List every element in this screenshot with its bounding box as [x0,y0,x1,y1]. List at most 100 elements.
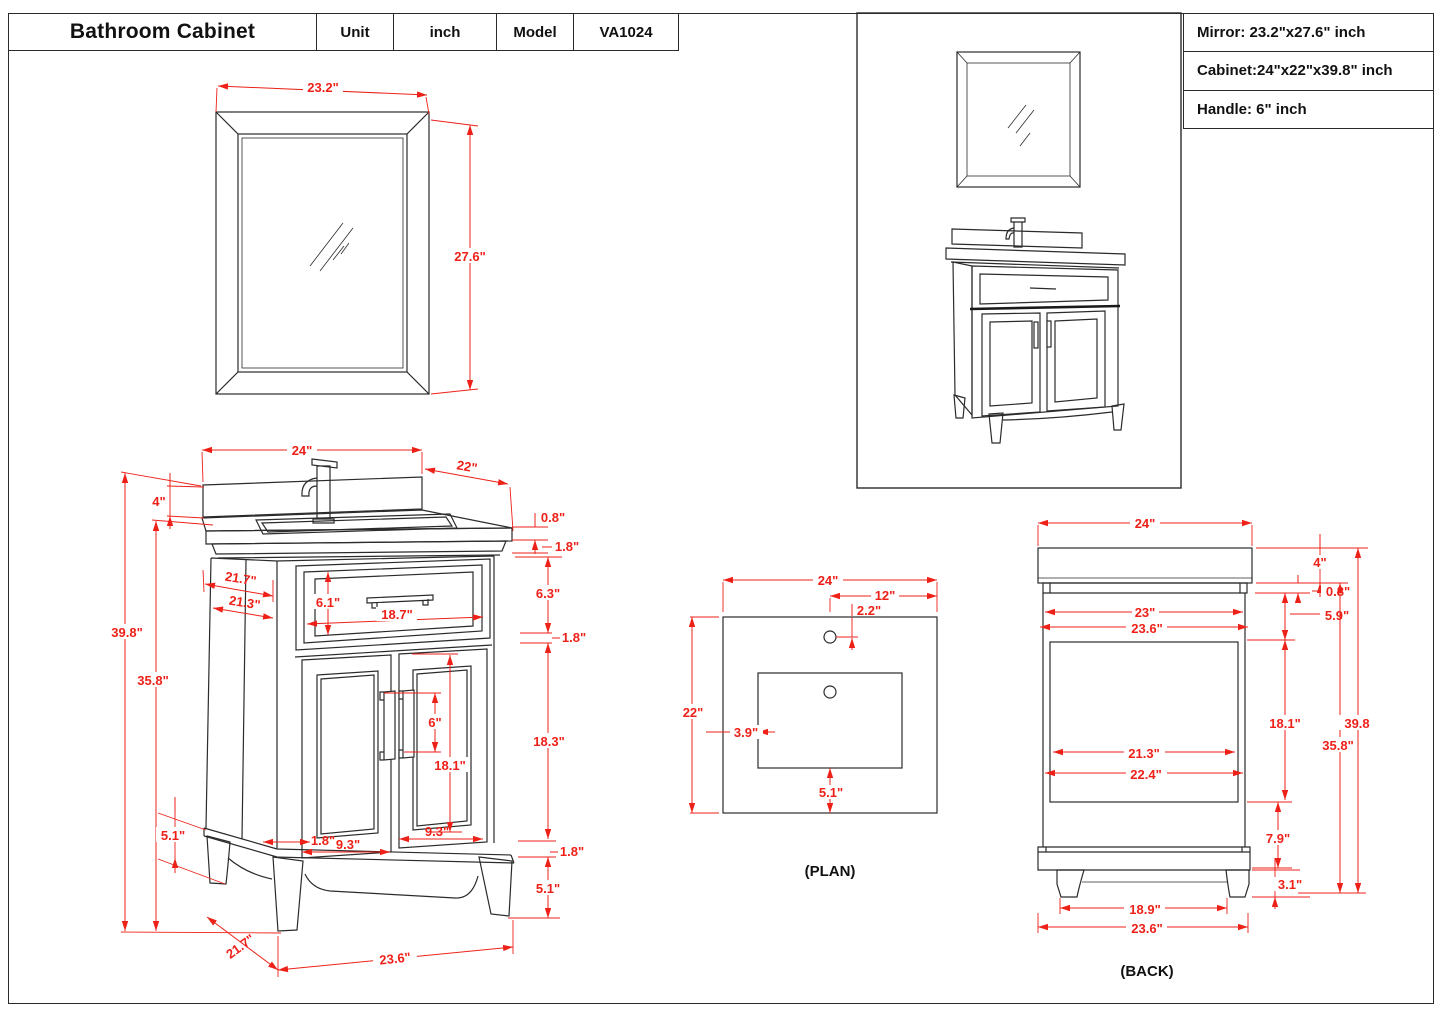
vanity-front-view: 24" 22" 4" 39.8" 35.8" 0.8" 1.8" 6.3" [107,443,586,977]
dim-back-base-height: 3.1" [1278,877,1302,892]
dim-front-door-section: 18.3" [533,734,564,749]
dim-front-drawer-section: 6.3" [536,586,560,601]
back-panel [1049,641,1239,803]
dim-front-handle-length: 6" [428,715,441,730]
front-left-door-handle [379,690,396,761]
dim-front-left-door-width: 9.3" [336,837,360,852]
assembled-faucet [1005,217,1026,248]
dim-front-mid-rail: 1.8" [562,630,586,645]
assembled-view-box [856,12,1182,489]
dim-plan-faucet-offset: 12" [875,588,896,603]
plan-drain-hole [823,685,837,699]
dim-front-drawer-width: 18.7" [381,607,412,622]
dim-back-counter-height: 4" [1313,555,1326,570]
dim-front-depth: 22" [456,457,479,475]
assembled-side-panel [952,261,973,417]
unit-value: inch [393,14,496,50]
model-value: VA1024 [573,14,678,50]
dim-front-counter-edge: 1.8" [555,539,579,554]
dim-mirror-height: 27.6" [454,249,485,264]
page-title: Bathroom Cabinet [69,20,256,43]
plan-faucet-hole [823,630,837,644]
spec-cabinet: Cabinet:24"x22"x39.8" inch [1184,52,1433,91]
front-drawer-handle [366,594,434,609]
mirror-frame-bevels [215,111,430,395]
back-body-sides [1042,593,1246,847]
dim-front-backsplash: 4" [152,494,165,509]
assembled-right-door [1046,310,1106,412]
dim-back-cabinet-height: 35.8" [1322,738,1353,753]
front-right-leg [478,856,513,917]
dim-plan-width: 24" [818,573,839,588]
back-caption: (BACK) [1120,963,1173,980]
front-body-edges [205,555,495,849]
dim-back-lower-gap: 7.9" [1266,831,1290,846]
assembled-counter [945,247,1126,269]
dim-front-base-width: 23.6" [379,949,412,967]
assembled-left-handle [1033,321,1039,349]
mirror-glass-hatch [309,222,354,272]
assembled-mirror-inner [966,62,1071,177]
title-block: Bathroom Cabinet Unit inch Model VA1024 [8,13,679,51]
dim-front-top-width: 24" [292,443,313,458]
front-counter-fascia [205,527,513,545]
dim-front-frame-depth: 21.7" [224,569,257,589]
front-backsplash [202,476,423,518]
back-step [1042,582,1248,594]
dim-back-leg-spacing: 18.9" [1129,902,1160,917]
front-aprons [227,857,479,899]
dim-front-cabinet-height: 35.8" [137,673,168,688]
back-right-leg [1225,869,1250,898]
plan-caption: (PLAN) [805,863,856,880]
dim-back-top-gap: 5.9" [1325,608,1349,623]
assembled-legs [953,394,1125,444]
sheet-border [8,13,1434,1004]
dim-front-bottom-rail: 1.8" [560,844,584,859]
unit-label: Unit [316,14,393,50]
dim-back-counter-lip: 0.8" [1326,584,1350,599]
spec-mirror: Mirror: 23.2"x27.6" inch [1184,14,1433,53]
dim-plan-sink-left: 3.9" [734,725,758,740]
front-mid-rail [294,644,493,658]
dim-back-outer-width: 23.6" [1131,621,1162,636]
front-right-door-handle [398,689,415,759]
dim-back-panel-height: 18.1" [1269,716,1300,731]
dim-front-base-depth: 21.7" [223,931,257,962]
dim-front-door-height: 18.1" [434,758,465,773]
mirror-outer-frame [215,111,430,395]
dim-back-inner-width: 23" [1135,605,1156,620]
assembled-right-handle [1046,320,1052,348]
front-left-door [301,654,392,859]
dim-back-bottom-width: 23.6" [1131,921,1162,936]
dim-front-stile: 1.8" [311,833,335,848]
dim-front-right-door-width: 9.3" [425,824,449,839]
spec-info-box: Mirror: 23.2"x27.6" inch Cabinet:24"x22"… [1183,13,1434,129]
assembled-front-face [971,265,1119,419]
front-base-molding [203,827,515,864]
assembled-left-door [981,312,1041,417]
spec-handle: Handle: 6" inch [1197,100,1307,118]
dim-back-overall-height: 39.8 [1344,716,1369,731]
assembled-mirror-outer [956,51,1081,188]
dim-plan-sink-front: 5.1" [819,785,843,800]
dim-plan-depth: 22" [683,705,704,720]
dim-front-overall-height: 39.8" [111,625,142,640]
dim-back-top-width: 24" [1135,516,1156,531]
front-counter-molding [211,540,507,559]
front-sink-cutout [255,513,458,535]
assembled-mirror-bevels [956,51,1081,188]
assembled-drawer [979,273,1109,305]
front-faucet [301,458,338,524]
mirror-front-view: 23.2" 27.6" [215,79,491,395]
dim-back-body-width: 22.4" [1130,767,1161,782]
back-left-leg [1056,869,1085,898]
assembled-backsplash [951,228,1083,249]
back-view: 24" 23" 23.6" 21.3" 22.4" 18.9" 23.6" 4 [1037,516,1376,980]
back-base-molding [1037,846,1251,871]
dim-back-panel-width: 21.3" [1128,746,1159,761]
mirror-inner-frame [237,133,408,373]
assembled-belt-line [969,304,1121,311]
dim-front-counter-thickness: 0.8" [541,510,565,525]
